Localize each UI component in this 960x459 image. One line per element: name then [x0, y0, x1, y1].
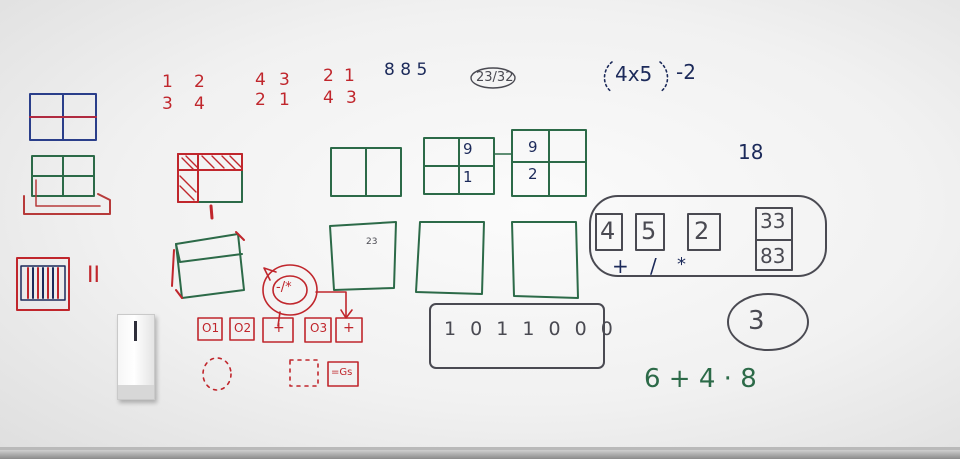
expression-minus: -2 [676, 60, 696, 84]
grid-c-2: 1 [344, 66, 355, 86]
marker-tray [0, 447, 960, 450]
grid-b-1: 4 [255, 70, 266, 90]
op-multiply: * [677, 254, 686, 275]
stack-op-o2: O2 [234, 321, 252, 335]
fold2-top: 9 [528, 138, 538, 156]
eraser-slot [134, 321, 137, 341]
grid-a-4: 4 [194, 94, 205, 114]
card-capsule-sketch [589, 195, 827, 351]
result-box-label: =Gs [331, 367, 353, 378]
expression-parens [603, 61, 669, 93]
fold-top: 9 [463, 140, 473, 158]
digits-885: 8 8 5 [384, 60, 428, 80]
grid-a-3: 3 [162, 94, 173, 114]
grid-c-1: 2 [323, 66, 334, 86]
grid-b-2: 3 [279, 70, 290, 90]
binary-register-box [429, 303, 605, 369]
frame-row-top [330, 129, 587, 197]
fraction-circle [470, 67, 516, 89]
grid-c-3: 4 [323, 88, 334, 108]
whiteboard-eraser [117, 314, 155, 400]
circled-value: 3 [748, 306, 765, 336]
tally-mark: II [87, 263, 100, 288]
grid-b-4: 1 [279, 90, 290, 110]
card-stack-bottom: 83 [760, 244, 786, 268]
eraser-base [118, 385, 154, 399]
box-3d-sketch [171, 231, 245, 299]
card-stack-top: 33 [760, 209, 786, 233]
quad-grid-sketch [29, 93, 97, 141]
frame-row-bottom [329, 221, 579, 299]
stack-op-o3: O3 [310, 321, 328, 335]
operation-flow-sketch [197, 264, 363, 391]
card-2: 5 [641, 217, 657, 245]
stack-op-plus-2: + [343, 320, 355, 336]
box-label-23: 23 [366, 237, 378, 247]
stack-op-plus-1: + [273, 320, 285, 336]
card-3: 2 [694, 217, 710, 245]
stack-op-o1: O1 [202, 321, 220, 335]
expression-648: 6 + 4 · 8 [644, 364, 757, 394]
split-grid-sketch [23, 155, 111, 215]
fraction-label: 23/32 [476, 70, 514, 85]
value-18: 18 [738, 140, 764, 164]
op-plus: + [612, 254, 629, 278]
binary-digits: 1 0 1 1 0 0 0 [444, 318, 617, 340]
grid-a-1: 1 [162, 72, 173, 92]
grid-c-4: 3 [346, 88, 357, 108]
fold2-bottom: 2 [528, 165, 538, 183]
circle-ops-label: -/* [276, 280, 292, 295]
op-divide: / [650, 254, 657, 278]
grid-b-3: 2 [255, 90, 266, 110]
expression-factor: 4x5 [615, 62, 653, 86]
hatched-square-sketch [177, 153, 243, 220]
card-1: 4 [600, 217, 616, 245]
grid-a-2: 2 [194, 72, 205, 92]
fold-bottom: 1 [463, 168, 473, 186]
barcode-sketch [16, 257, 70, 311]
